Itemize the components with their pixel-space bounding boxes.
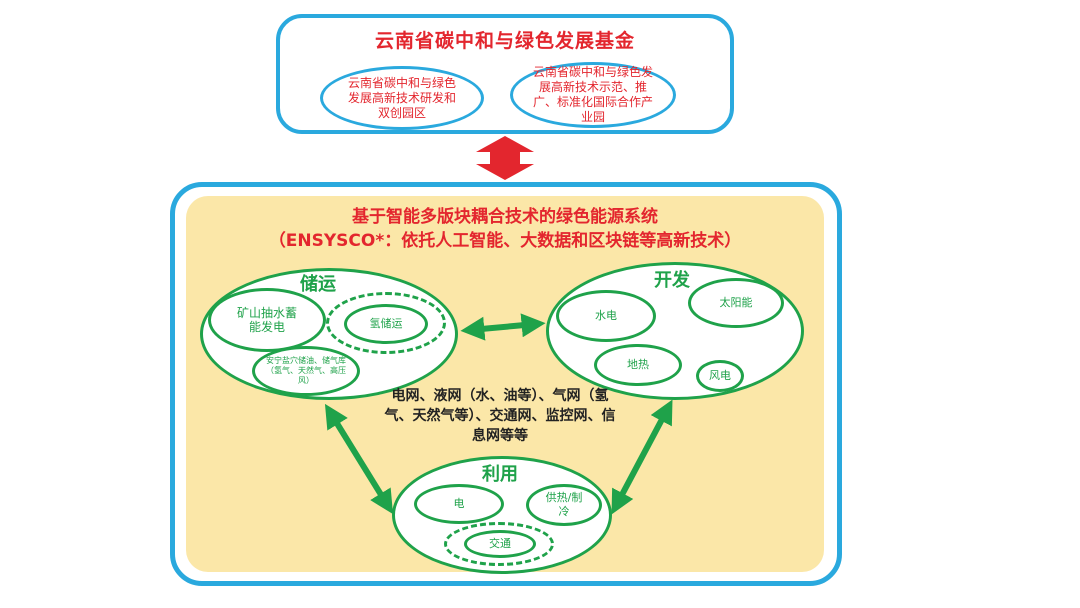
- hydrogen-outer-ring: [326, 292, 446, 354]
- transport-label: 交通: [489, 537, 511, 550]
- fund-park-left: 云南省碳中和与绿色发展高新技术研发和双创园区: [320, 66, 484, 130]
- transport-outer-ring: [444, 522, 554, 566]
- hydro-label: 水电: [595, 309, 617, 322]
- fund-title: 云南省碳中和与绿色发展基金: [374, 30, 635, 52]
- heating-cooling-ellipse: 供热/制冷: [526, 484, 602, 526]
- fund-park-right: 云南省碳中和与绿色发展高新技术示范、推广、标准化国际合作产业园: [510, 62, 676, 128]
- geothermal-label: 地热: [627, 358, 649, 371]
- fund-park-right-label: 云南省碳中和与绿色发展高新技术示范、推广、标准化国际合作产业园: [532, 65, 653, 124]
- solar-ellipse: 太阳能: [688, 278, 784, 328]
- red-double-arrow: [476, 136, 534, 180]
- pumped-hydro-ellipse: 矿山抽水蓄能发电: [208, 288, 326, 352]
- electricity-ellipse: 电: [414, 484, 504, 524]
- arrow-storage-development: [460, 313, 546, 341]
- system-title-line2: （ENSYSCO*：依托人工智能、大数据和区块链等高新技术）: [268, 231, 742, 251]
- wind-label: 风电: [709, 369, 731, 382]
- geothermal-ellipse: 地热: [594, 344, 682, 386]
- utilization-label: 利用: [482, 464, 518, 485]
- electricity-label: 电: [453, 497, 465, 510]
- fund-park-left-label: 云南省碳中和与绿色发展高新技术研发和双创园区: [347, 75, 456, 120]
- gas-storage-ellipse: 安宁盐穴储油、储气库（氢气、天然气、高压风）: [252, 346, 360, 396]
- pumped-hydro-label: 矿山抽水蓄能发电: [236, 306, 297, 334]
- hydrogen-ellipse: 氢储运: [344, 304, 428, 344]
- arrow-storage-utilization: [324, 403, 394, 515]
- wind-ellipse: 风电: [696, 360, 744, 392]
- storage-label: 储运: [300, 274, 336, 295]
- transport-ellipse: 交通: [464, 530, 536, 558]
- hydrogen-label: 氢储运: [369, 317, 403, 330]
- hydro-ellipse: 水电: [556, 290, 656, 342]
- solar-label: 太阳能: [719, 296, 753, 309]
- system-title: 基于智能多版块耦合技术的绿色能源系统 （ENSYSCO*：依托人工智能、大数据和…: [186, 205, 824, 253]
- development-label: 开发: [654, 270, 690, 291]
- networks-text: 电网、液网（水、油等）、气网（氢气、天然气等）、交通网、监控网、信息网等等: [384, 388, 616, 444]
- gas-storage-label: 安宁盐穴储油、储气库（氢气、天然气、高压风）: [266, 356, 346, 385]
- system-title-line1: 基于智能多版块耦合技术的绿色能源系统: [352, 207, 658, 227]
- heating-cooling-label: 供热/制冷: [545, 491, 583, 518]
- arrow-development-utilization: [611, 399, 673, 515]
